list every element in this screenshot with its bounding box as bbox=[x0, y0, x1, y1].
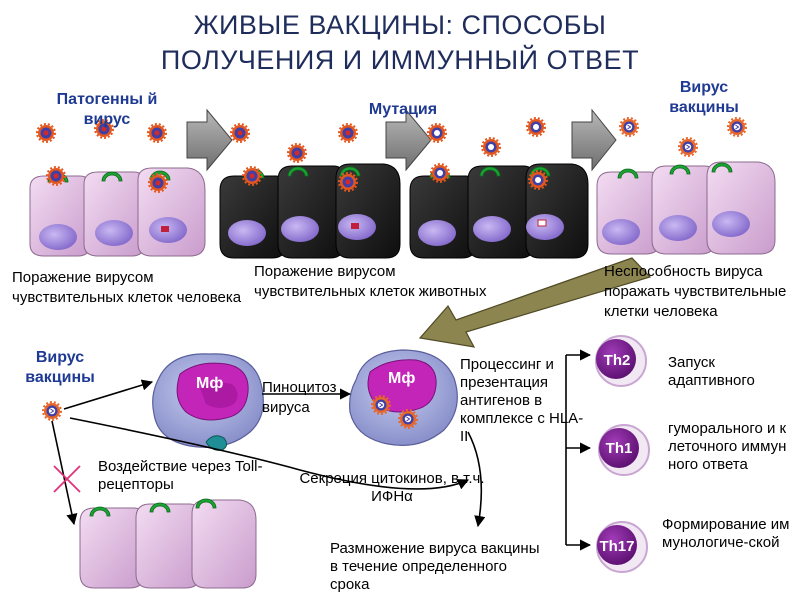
caption-inability: Неспособность вируса поражать чувствител… bbox=[604, 263, 787, 320]
page-title: ЖИВЫЕ ВАКЦИНЫ: СПОСОБЫ ПОЛУЧЕНИЯ И ИММУН… bbox=[0, 8, 800, 78]
label-mf-2: Мф bbox=[388, 370, 416, 387]
title-line-1: ЖИВЫЕ ВАКЦИНЫ: СПОСОБЫ bbox=[193, 10, 607, 40]
vaccine-virus-particle bbox=[42, 401, 62, 421]
caption-toll: Воздействие через Toll-рецепторы bbox=[98, 458, 263, 493]
flow-arrows bbox=[51, 349, 592, 551]
label-th17: Th17 bbox=[599, 538, 635, 555]
macrophage-1 bbox=[152, 353, 264, 451]
human-cells-bottom bbox=[79, 498, 257, 589]
title-line-2: ПОЛУЧЕНИЯ И ИММУННЫЙ ОТВЕТ bbox=[160, 45, 640, 75]
animal-cells-group-1 bbox=[219, 163, 401, 259]
caption-cytokines: Секреция цитокинов, в т.ч. ИФНα bbox=[299, 470, 485, 505]
label-th2: Th2 bbox=[603, 352, 631, 369]
caption-th17-desc: Формирование иммунологиче-ской bbox=[662, 516, 790, 551]
label-mutation: Мутация bbox=[368, 101, 438, 118]
label-mf-1: Мф bbox=[196, 375, 224, 392]
blocked-x-mark bbox=[53, 465, 81, 493]
block-arrow-1 bbox=[186, 108, 233, 172]
caption-human-cells: Поражение вирусом чувствительных клеток … bbox=[12, 269, 242, 306]
diagonal-arrow bbox=[418, 257, 652, 348]
caption-processing: Процессинг и презентация антигенов в ком… bbox=[460, 356, 584, 445]
label-pathogenic-virus: Патогенны й вирус bbox=[56, 91, 158, 128]
macrophage-2 bbox=[349, 349, 458, 446]
th17-cell bbox=[596, 521, 648, 573]
th2-cell bbox=[595, 335, 647, 387]
block-arrow-3 bbox=[571, 108, 617, 172]
caption-animal-cells: Поражение вирусом чувствительных клеток … bbox=[254, 263, 487, 300]
block-arrow-2 bbox=[385, 108, 432, 172]
vaccine-cells-group bbox=[596, 161, 776, 255]
human-cells-group bbox=[29, 166, 206, 257]
th1-cell bbox=[598, 424, 650, 476]
label-vaccine-virus-top: Вирус вакцины bbox=[669, 79, 739, 116]
caption-th2-desc: Запуск адаптивного bbox=[668, 354, 755, 389]
label-th1: Th1 bbox=[605, 440, 633, 457]
caption-pinocytosis: Пиноцитоз вируса bbox=[262, 379, 337, 416]
animal-cells-group-2 bbox=[409, 163, 589, 259]
label-vaccine-virus-left: Вирус вакцины bbox=[25, 349, 95, 386]
caption-replication: Размножение вируса вакцины в течение опр… bbox=[330, 540, 540, 593]
caption-th1-desc: гуморального и клеточного иммунного отве… bbox=[668, 420, 787, 473]
